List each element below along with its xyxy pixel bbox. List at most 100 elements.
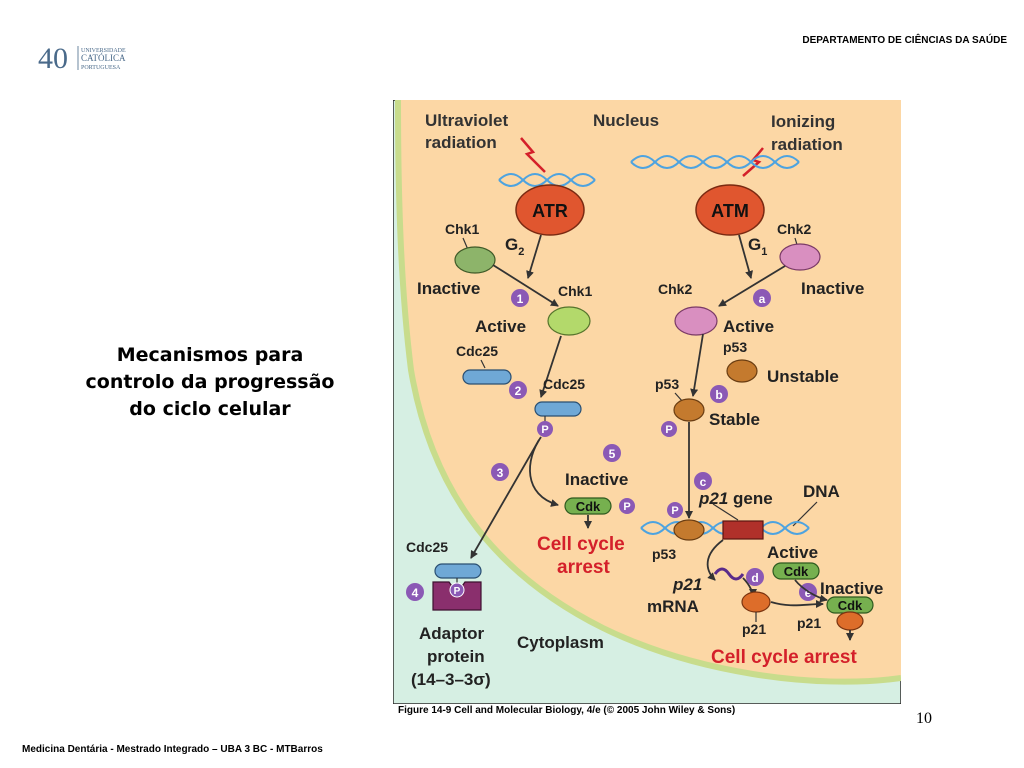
cdc25-inactive xyxy=(462,369,512,385)
slide-title-line-2: controlo da progressão xyxy=(85,371,335,393)
step-d-badge xyxy=(746,568,764,586)
chk2-inactive-label: Chk2 xyxy=(777,221,811,237)
p21-protein xyxy=(741,591,771,613)
step-d-label: d xyxy=(751,571,758,585)
p53-dna-phosphate-badge xyxy=(667,502,683,518)
cdk-phosphate-label: P xyxy=(623,501,630,513)
uv-label-line-2: radiation xyxy=(425,133,497,152)
p53-low-label: p53 xyxy=(652,546,676,562)
logo-line-1: UNIVERSIDADE xyxy=(81,48,126,54)
p53-stable xyxy=(673,398,705,422)
footer-text: Medicina Dentária - Mestrado Integrado –… xyxy=(22,744,323,755)
cdk-active-label: Cdk xyxy=(784,564,809,579)
p21-bound-cdk xyxy=(836,611,864,631)
active-low-label: Active xyxy=(767,543,818,562)
p21-label-2: p21 xyxy=(797,615,821,631)
ionizing-lightning-icon xyxy=(742,147,764,177)
cdc25-label-2: Cdc25 xyxy=(543,376,585,392)
g2-label: G2 xyxy=(505,235,524,258)
chk1-inactive-label: Chk1 xyxy=(445,221,479,237)
uv-lightning-icon xyxy=(520,137,546,173)
university-logo: 40 UNIVERSIDADE CATÓLICA PORTUGUESA xyxy=(38,40,138,74)
p53-dna-phosphate-label: P xyxy=(671,505,678,517)
step-4-badge xyxy=(406,583,424,601)
step-c-label: c xyxy=(700,475,707,489)
cdc25-phosphate-badge xyxy=(537,421,553,437)
p53-stable-label: p53 xyxy=(655,376,679,392)
step-5-label: 5 xyxy=(609,447,616,461)
step-2-label: 2 xyxy=(515,384,522,398)
inactive-mid-label: Inactive xyxy=(565,470,628,489)
step-1-badge xyxy=(511,289,529,307)
cdk-mid-label: Cdk xyxy=(576,499,601,514)
g1-label: G1 xyxy=(748,235,767,258)
dna-helix-right-icon xyxy=(630,155,800,169)
active-right-label: Active xyxy=(723,317,774,336)
p21-gene-label: p21 gene xyxy=(698,489,773,508)
adaptor-phosphate-badge xyxy=(449,582,465,598)
cdk-inactive-low-label: Cdk xyxy=(838,598,863,613)
adaptor-label-line-2: protein xyxy=(427,647,485,666)
cdk-inactive-mid xyxy=(564,497,612,515)
logo-line-3: PORTUGUESA xyxy=(81,65,121,71)
inactive-right-label: Inactive xyxy=(801,279,864,298)
slide-title: Mecanismos para controlo da progressão d… xyxy=(50,342,370,423)
chk1-active-label: Chk1 xyxy=(558,283,592,299)
cdc25-label-1: Cdc25 xyxy=(456,343,498,359)
step-3-badge xyxy=(491,463,509,481)
figure-caption: Figure 14-9 Cell and Molecular Biology, … xyxy=(398,705,736,716)
step-2-badge xyxy=(509,381,527,399)
atr-label: ATR xyxy=(532,201,568,221)
p53-unstable-label: p53 xyxy=(723,339,747,355)
inactive-left-label: Inactive xyxy=(417,279,480,298)
nucleus-label: Nucleus xyxy=(593,111,659,130)
p21-gene-segment xyxy=(722,520,764,540)
page-number: 10 xyxy=(916,710,932,727)
p21-label-1: p21 xyxy=(742,621,766,637)
chk2-active-label: Chk2 xyxy=(658,281,692,297)
active-left-label: Active xyxy=(475,317,526,336)
p53-dna-bound xyxy=(673,519,705,541)
stable-label: Stable xyxy=(709,410,760,429)
slide-title-line-3: do ciclo celular xyxy=(129,398,291,420)
uv-label-line-1: Ultraviolet xyxy=(425,111,508,130)
cdc25-phosphorylated xyxy=(534,401,582,417)
dna-label: DNA xyxy=(803,482,840,501)
cdc25-label-3: Cdc25 xyxy=(406,539,448,555)
cell-cycle-arrest-right: Cell cycle arrest xyxy=(711,647,857,668)
adaptor-label-line-1: Adaptor xyxy=(419,624,485,643)
cdc25-phosphate-label: P xyxy=(541,424,548,436)
nucleus-region xyxy=(398,100,901,682)
step-c-badge xyxy=(694,472,712,490)
p21-mrna-label-line-1: p21 xyxy=(672,575,702,594)
adaptor-label-line-3: (14–3–3σ) xyxy=(411,670,491,689)
unstable-label: Unstable xyxy=(767,367,839,386)
chk1-active xyxy=(547,306,591,336)
ionizing-label-line-1: Ionizing xyxy=(771,112,835,131)
adaptor-phosphate-label: P xyxy=(454,586,461,597)
step-a-badge xyxy=(753,289,771,307)
step-3-label: 3 xyxy=(497,466,504,480)
dna-helix-left-icon xyxy=(498,173,596,187)
dna-damage-checkpoint-figure: Ultraviolet radiation Nucleus Ionizing r… xyxy=(393,100,901,704)
chk2-active xyxy=(674,306,718,336)
cdk-active xyxy=(772,562,820,580)
step-b-badge xyxy=(710,385,728,403)
chk2-inactive xyxy=(779,243,821,271)
p21-mrna-label-line-2: mRNA xyxy=(647,597,699,616)
logo-number: 40 xyxy=(38,42,68,74)
logo-line-2: CATÓLICA xyxy=(81,53,126,63)
step-e-label: e xyxy=(805,586,812,600)
atr-kinase xyxy=(515,184,585,236)
step-b-label: b xyxy=(715,388,722,402)
step-a-label: a xyxy=(759,292,766,306)
cytoplasm-label: Cytoplasm xyxy=(517,633,604,652)
step-1-label: 1 xyxy=(517,292,524,306)
step-5-badge xyxy=(603,444,621,462)
slide-title-line-1: Mecanismos para xyxy=(116,344,304,366)
cdk-phosphate-badge xyxy=(619,498,635,514)
cell-cycle-arrest-left-line-2: arrest xyxy=(557,557,610,578)
department-name: DEPARTAMENTO DE CIÊNCIAS DA SAÚDE xyxy=(802,35,1007,46)
p53-phosphate-label: P xyxy=(665,424,672,436)
cell-cycle-arrest-left-line-1: Cell cycle xyxy=(537,534,625,555)
